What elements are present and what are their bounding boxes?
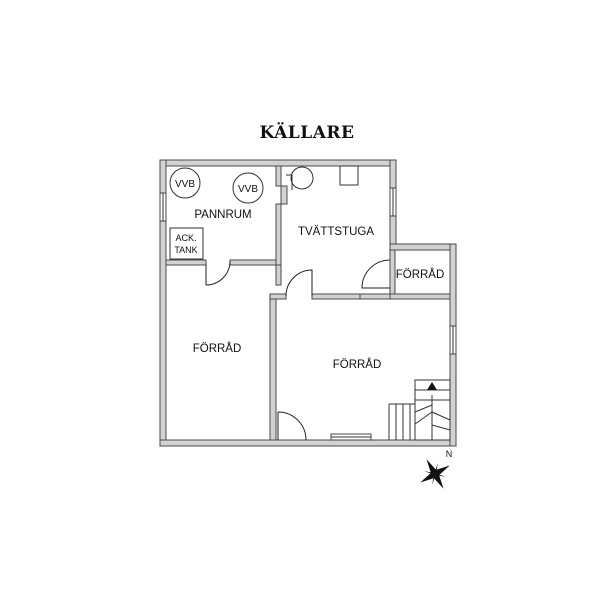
fixtures: VVB VVB ACK. TANK <box>169 165 359 260</box>
vvb-label-1: VVB <box>175 179 195 190</box>
vvb-tank-1 <box>169 167 201 199</box>
ack-tank-label-2: TANK <box>174 245 197 255</box>
doors <box>205 259 391 441</box>
room-label-forrad-left: FÖRRÅD <box>193 342 242 355</box>
interior-walls <box>165 165 451 441</box>
room-label-pannrum: PANNRUM <box>194 209 251 221</box>
compass-north-label: N <box>446 449 453 459</box>
door-tvattstuga <box>285 269 313 297</box>
sink-block <box>339 165 359 186</box>
door-forrad-small <box>361 259 391 289</box>
room-labels: PANNRUM TVÄTTSTUGA FÖRRÅD FÖRRÅD FÖRRÅD <box>193 209 445 371</box>
ack-tank <box>169 227 204 260</box>
room-label-forrad-small: FÖRRÅD <box>396 268 445 281</box>
drain-circle <box>290 166 314 190</box>
stair-arrow-icon <box>427 382 437 390</box>
windows <box>159 187 457 441</box>
room-label-tvattstuga: TVÄTTSTUGA <box>298 226 374 238</box>
compass-rose-icon <box>420 459 450 489</box>
door-entrance <box>277 411 307 441</box>
staircase <box>388 379 451 441</box>
vvb-label-2: VVB <box>238 184 258 195</box>
plan-title: KÄLLARE <box>260 122 355 143</box>
ack-tank-label-1: ACK. <box>175 233 196 243</box>
room-label-forrad-main: FÖRRÅD <box>333 358 382 371</box>
vvb-tank-2 <box>232 172 264 204</box>
exterior-walls <box>159 159 457 447</box>
door-pannrum <box>205 260 231 286</box>
